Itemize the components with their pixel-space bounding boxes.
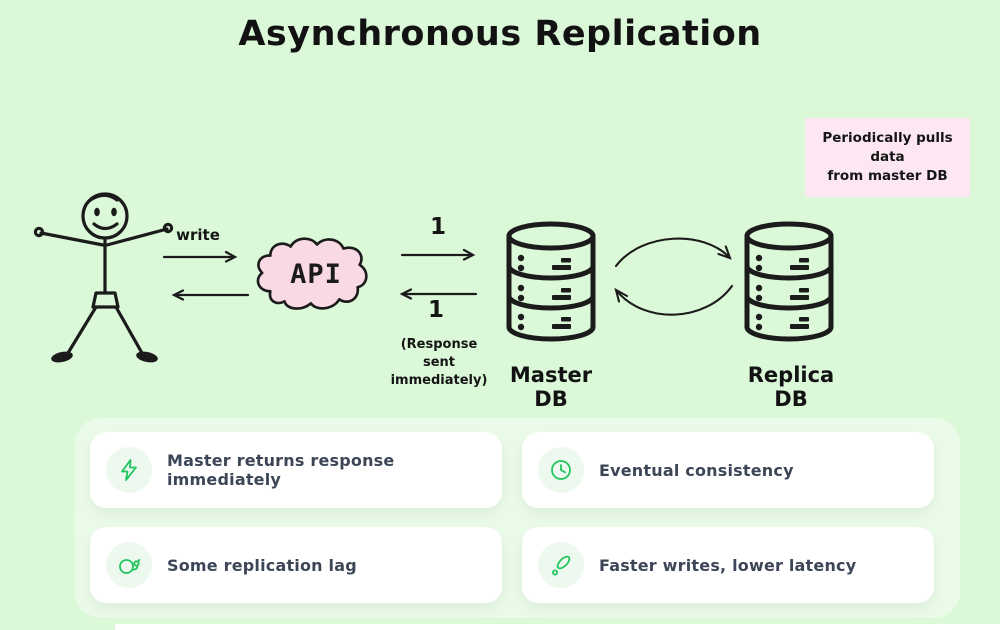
request-step-label: 1 (429, 214, 446, 240)
bottom-edge (115, 624, 1000, 630)
request-arrow-icon (400, 248, 476, 261)
response-note: (Response sent immediately) (383, 336, 495, 390)
feature-card-label: Master returns response immediately (167, 451, 395, 489)
lightning-icon (106, 447, 152, 493)
api-label: API (290, 259, 342, 290)
api-cloud: API (250, 228, 382, 325)
page-title: Asynchronous Replication (238, 14, 762, 54)
feature-card-response: Master returns response immediately (90, 432, 502, 508)
master-db-icon (506, 221, 596, 342)
write-arrow-icon (162, 250, 238, 263)
feature-card-label: Eventual consistency (599, 460, 794, 480)
snail-icon (106, 542, 152, 588)
annotation-note-line2: from master DB (827, 168, 948, 184)
replica-db-label: Replica DB (747, 363, 835, 411)
response-note-line1: (Response sent (400, 337, 478, 370)
clock-icon (538, 447, 584, 493)
stick-figure-icon (33, 192, 174, 363)
feature-card-label: Faster writes, lower latency (599, 555, 857, 575)
rocket-icon (538, 542, 584, 588)
response-step-label: 1 (427, 297, 444, 323)
feature-card-latency: Faster writes, lower latency (522, 527, 934, 603)
write-label: write (176, 226, 220, 244)
replication-sync-arrows-icon (614, 237, 734, 316)
replica-db-icon (744, 221, 834, 342)
response-note-line2: immediately) (390, 373, 488, 388)
annotation-note-line1: Periodically pulls data (822, 130, 953, 165)
response-arrow-icon (399, 288, 478, 300)
feature-card-consistency: Eventual consistency (522, 432, 934, 508)
cloud-icon (256, 237, 368, 310)
response-arrow-to-user-icon (171, 289, 250, 301)
master-db-label: Master DB (509, 363, 593, 411)
annotation-note: Periodically pulls data from master DB (805, 118, 970, 197)
feature-card-lag: Some replication lag (90, 527, 502, 603)
feature-card-label: Some replication lag (167, 555, 357, 575)
